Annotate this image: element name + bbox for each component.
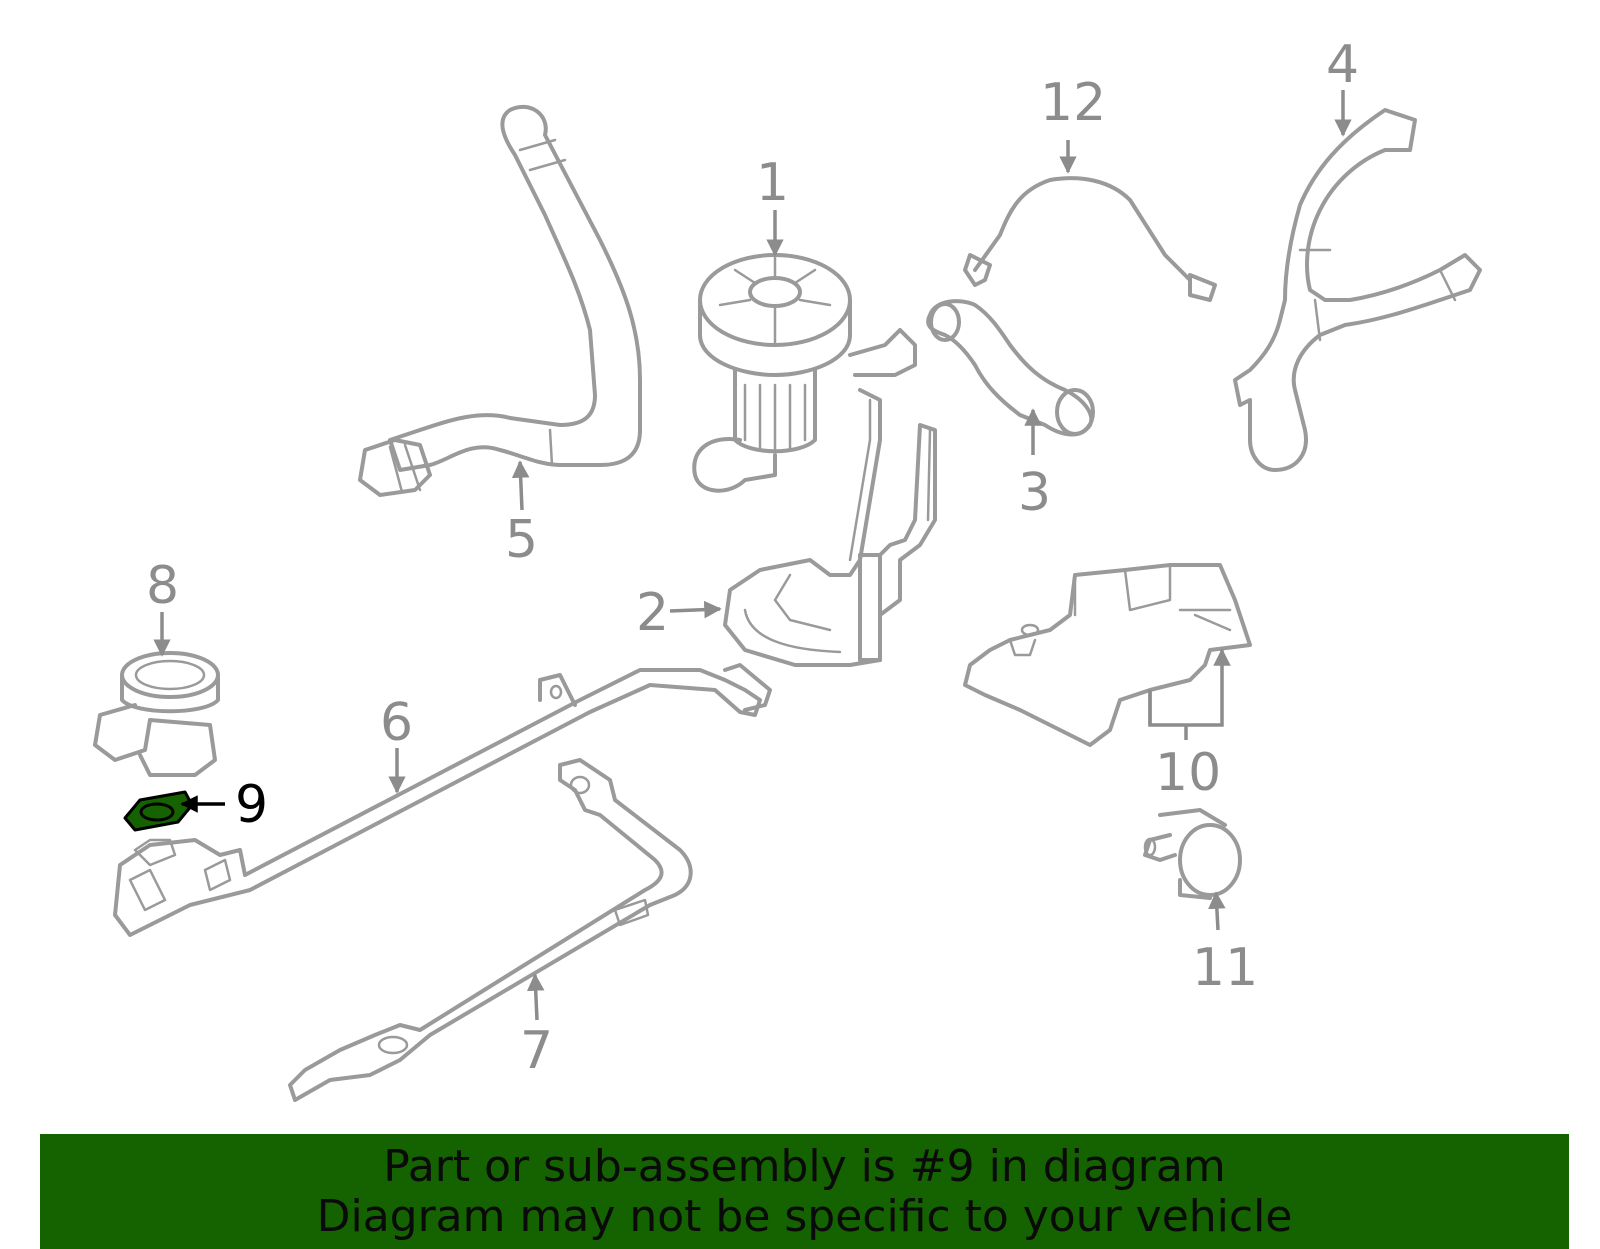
callout-2: 2 xyxy=(636,583,669,643)
footer-banner: Part or sub-assembly is #9 in diagram Di… xyxy=(40,1134,1569,1249)
part-6-pipe xyxy=(113,663,772,937)
part-9-gasket xyxy=(123,790,194,832)
part-5-hose xyxy=(358,104,642,497)
part-2-bracket xyxy=(723,388,937,667)
part-7-pipe xyxy=(288,758,693,1102)
part-3-hose xyxy=(926,299,1095,437)
callout-5: 5 xyxy=(505,510,538,570)
part-1-air-pump xyxy=(692,253,917,493)
callout-labels: 1 2 3 4 5 6 7 8 9 10 11 12 xyxy=(146,35,1359,1081)
callout-1: 1 xyxy=(756,153,789,213)
banner-line-2: Diagram may not be specific to your vehi… xyxy=(316,1191,1293,1242)
part-11-valve xyxy=(1143,808,1242,900)
callout-6: 6 xyxy=(380,693,413,753)
callout-4: 4 xyxy=(1326,35,1359,95)
part-4-y-hose xyxy=(1233,108,1482,472)
callout-3: 3 xyxy=(1018,463,1051,523)
part-10-housing xyxy=(963,563,1252,747)
callout-12: 12 xyxy=(1040,73,1106,133)
part-8-valve xyxy=(93,651,220,777)
callout-11: 11 xyxy=(1192,938,1258,998)
banner-line-1: Part or sub-assembly is #9 in diagram xyxy=(383,1141,1226,1192)
callout-10: 10 xyxy=(1155,743,1221,803)
part-12-wire xyxy=(963,176,1217,302)
callout-9: 9 xyxy=(235,775,268,835)
callout-7: 7 xyxy=(520,1021,553,1081)
leader-lines xyxy=(153,90,1352,1021)
callout-8: 8 xyxy=(146,556,179,616)
